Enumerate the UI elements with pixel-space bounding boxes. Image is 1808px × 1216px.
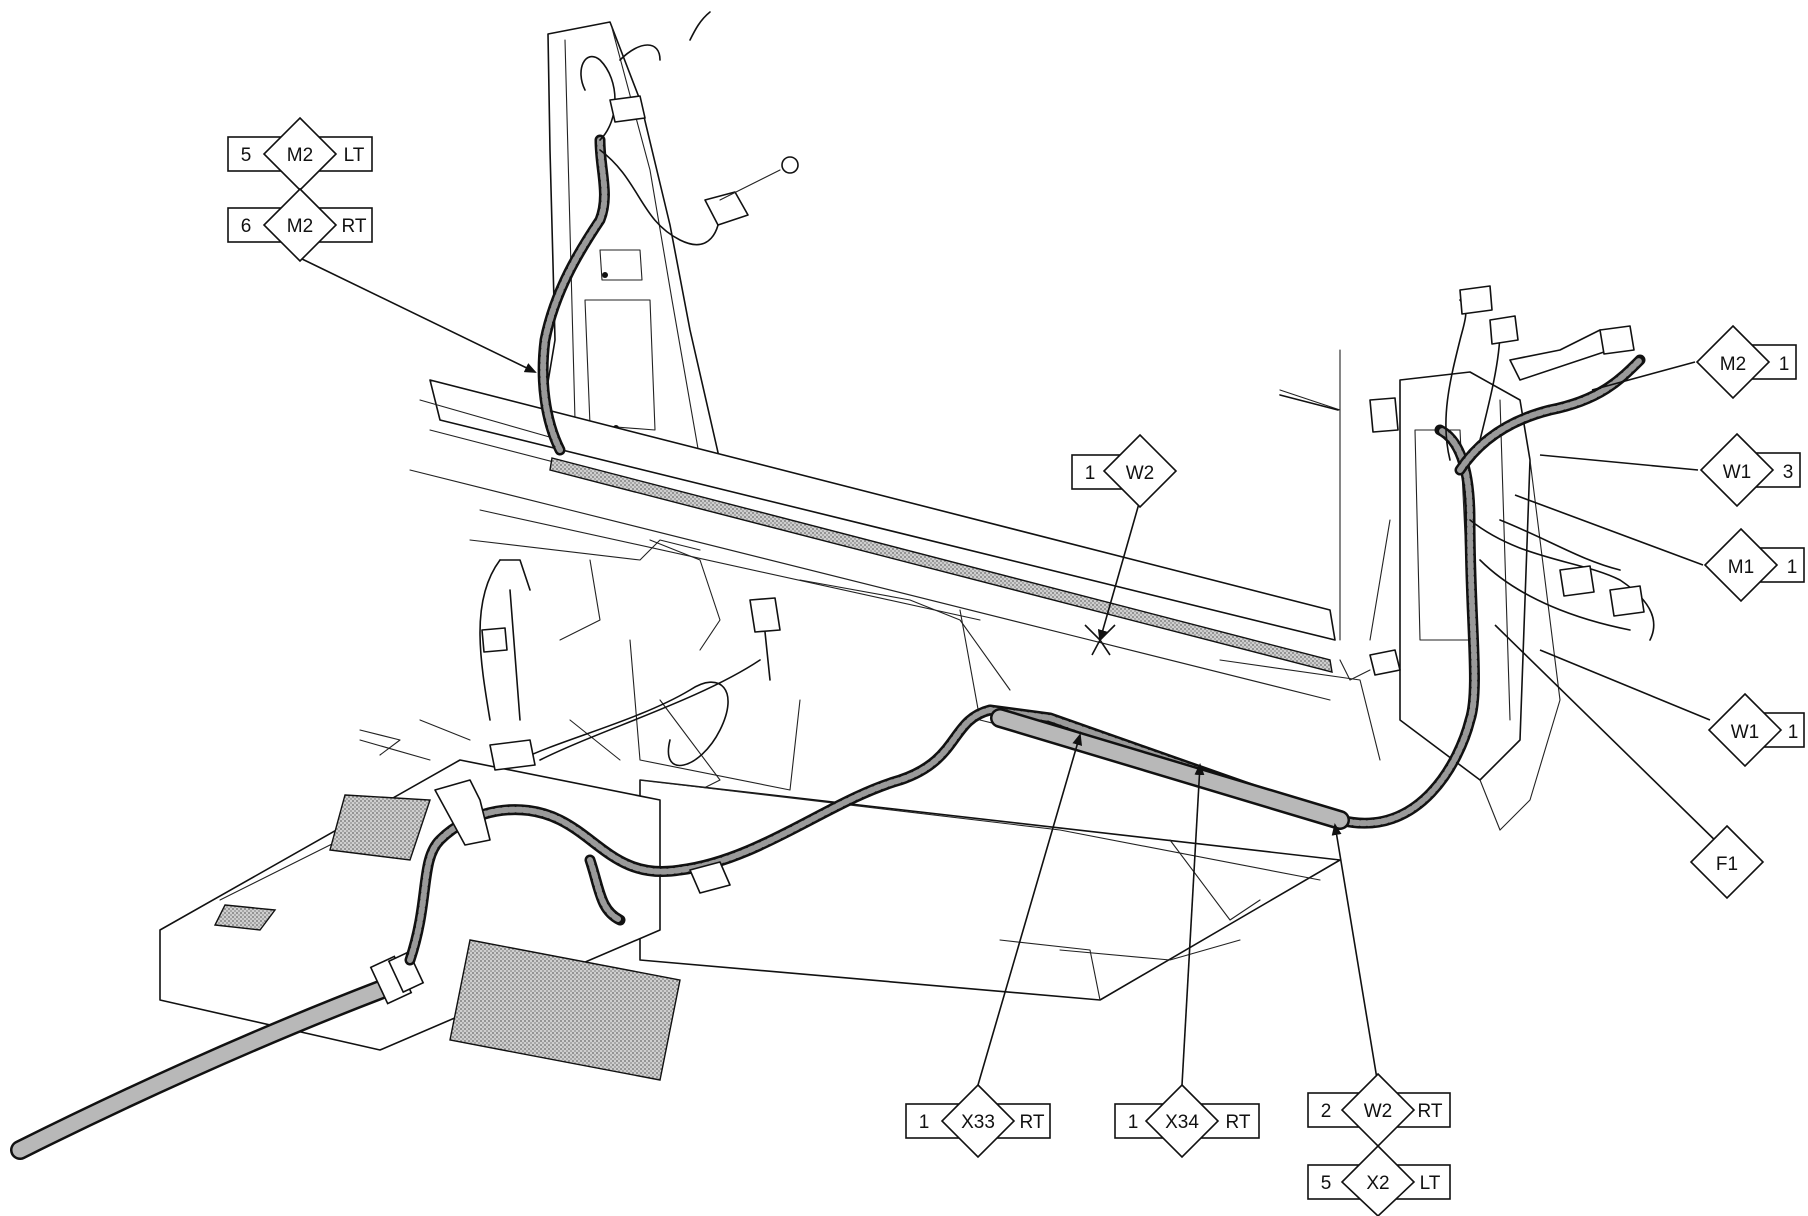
callout-x2-lt-right: LT <box>1420 1173 1441 1194</box>
callout-m2-rt-left: 6 <box>241 216 252 237</box>
callout-m2-rt: 6 M2 RT <box>227 187 373 263</box>
callout-m2-1-code: M2 <box>1720 354 1746 375</box>
callout-x33-rt: 1 X33 RT <box>905 1083 1051 1159</box>
callout-w2-rt: 2 W2 RT <box>1307 1072 1451 1148</box>
callout-x34-rt-left: 1 <box>1128 1112 1139 1133</box>
callout-w2-top-code: W2 <box>1126 463 1155 484</box>
callout-m2-rt-right: RT <box>342 216 367 237</box>
callout-x2-lt-left: 5 <box>1321 1173 1332 1194</box>
callout-w1-3-right: 3 <box>1783 462 1794 483</box>
callout-w2-top: 1 W2 <box>1071 433 1178 509</box>
callout-x34-rt-code: X34 <box>1165 1112 1199 1133</box>
callout-f1: F1 <box>1689 824 1765 900</box>
callout-x34-rt: 1 X34 RT <box>1114 1083 1260 1159</box>
callout-m2-rt-code: M2 <box>287 216 313 237</box>
callout-m1-1-code: M1 <box>1728 557 1754 578</box>
callout-x34-rt-right: RT <box>1226 1112 1251 1133</box>
callout-f1-code: F1 <box>1716 854 1738 875</box>
callout-x2-lt: 5 X2 LT <box>1307 1144 1451 1216</box>
callout-m2-lt-left: 5 <box>241 145 252 166</box>
callout-m1-1: M1 1 <box>1703 527 1805 603</box>
callout-w1-3: W1 3 <box>1699 432 1801 508</box>
callout-m2-1: M2 1 <box>1695 324 1797 400</box>
callout-x2-lt-code: X2 <box>1366 1173 1389 1194</box>
callout-w2-rt-left: 2 <box>1321 1101 1332 1122</box>
callout-m2-lt-code: M2 <box>287 145 313 166</box>
vehicle-body-structure <box>159 21 1561 1081</box>
callout-w1-3-code: W1 <box>1723 462 1752 483</box>
callout-w1-1: W1 1 <box>1707 692 1805 768</box>
callout-w2-rt-right: RT <box>1418 1101 1443 1122</box>
callout-w2-top-left: 1 <box>1085 463 1096 484</box>
callout-w1-1-code: W1 <box>1731 722 1760 743</box>
callout-x33-rt-code: X33 <box>961 1112 995 1133</box>
callout-m2-lt: 5 M2 LT <box>227 116 373 192</box>
callout-m2-1-right: 1 <box>1779 354 1790 375</box>
callout-leaders <box>299 257 1726 1086</box>
callout-w1-1-right: 1 <box>1788 722 1799 743</box>
callout-x33-rt-left: 1 <box>919 1112 930 1133</box>
main-wiring-harness <box>10 11 1655 1160</box>
callout-w2-rt-code: W2 <box>1364 1101 1393 1122</box>
callout-m1-1-right: 1 <box>1787 557 1798 578</box>
callout-x33-rt-right: RT <box>1020 1112 1045 1133</box>
callout-m2-lt-right: LT <box>344 145 365 166</box>
